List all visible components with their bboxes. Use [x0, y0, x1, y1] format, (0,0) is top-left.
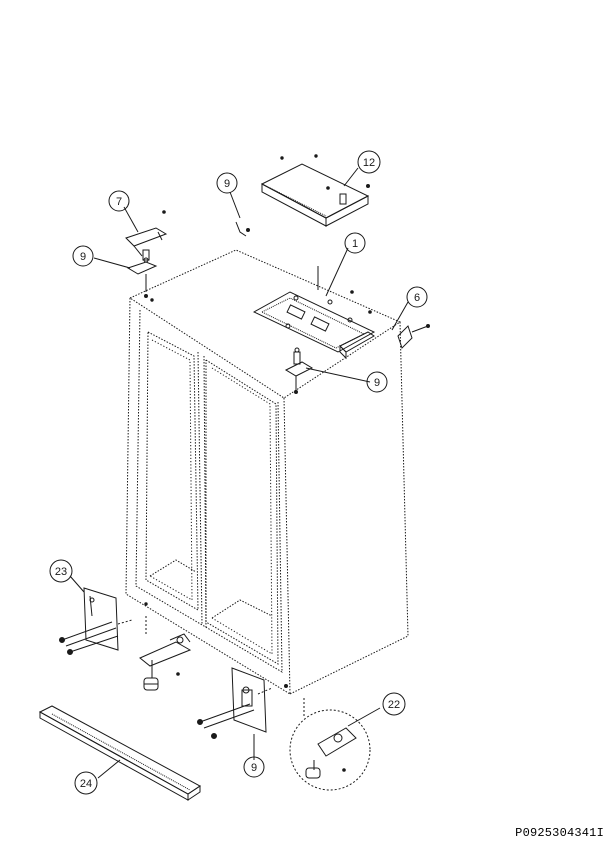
callout-label: 9	[251, 762, 257, 774]
callout-23: 23	[49, 559, 73, 583]
detail-leveler-inset	[289, 698, 371, 791]
top-right-hinge	[284, 347, 314, 394]
callout-24: 24	[74, 771, 98, 795]
hinge-cover-part	[339, 324, 430, 360]
toe-grille-bar	[38, 705, 201, 801]
callout-22: 22	[382, 692, 406, 716]
refrigerator-cabinet	[125, 249, 409, 695]
top-left-hinge	[125, 210, 250, 292]
callout-label: 22	[388, 699, 400, 711]
callout-label: 24	[80, 778, 92, 790]
bottom-left-hinge	[59, 587, 133, 655]
callout-label: 9	[80, 251, 86, 263]
control-panel-cover	[260, 154, 370, 227]
callout-9-right: 9	[366, 371, 388, 393]
bottom-center-hinge	[139, 616, 192, 691]
bottom-right-hinge	[197, 667, 273, 739]
part-code-label: P0925304341I	[515, 826, 604, 840]
callout-label: 7	[116, 196, 122, 208]
callout-label: 6	[414, 292, 420, 304]
leader-lines	[69, 167, 409, 779]
callout-6: 6	[406, 286, 428, 308]
callout-1: 1	[344, 232, 366, 254]
callout-label: 9	[374, 377, 380, 389]
callout-label: 1	[352, 238, 358, 250]
control-bracket-assembly	[252, 266, 376, 353]
callout-9-top: 9	[216, 172, 238, 194]
callout-label: 23	[55, 566, 67, 578]
callout-label: 9	[224, 178, 230, 190]
callout-9-left: 9	[72, 245, 94, 267]
callout-9-bottom: 9	[243, 756, 265, 778]
callout-7-top: 7	[108, 190, 130, 212]
callout-12: 12	[357, 150, 381, 174]
callout-label: 12	[363, 157, 375, 169]
